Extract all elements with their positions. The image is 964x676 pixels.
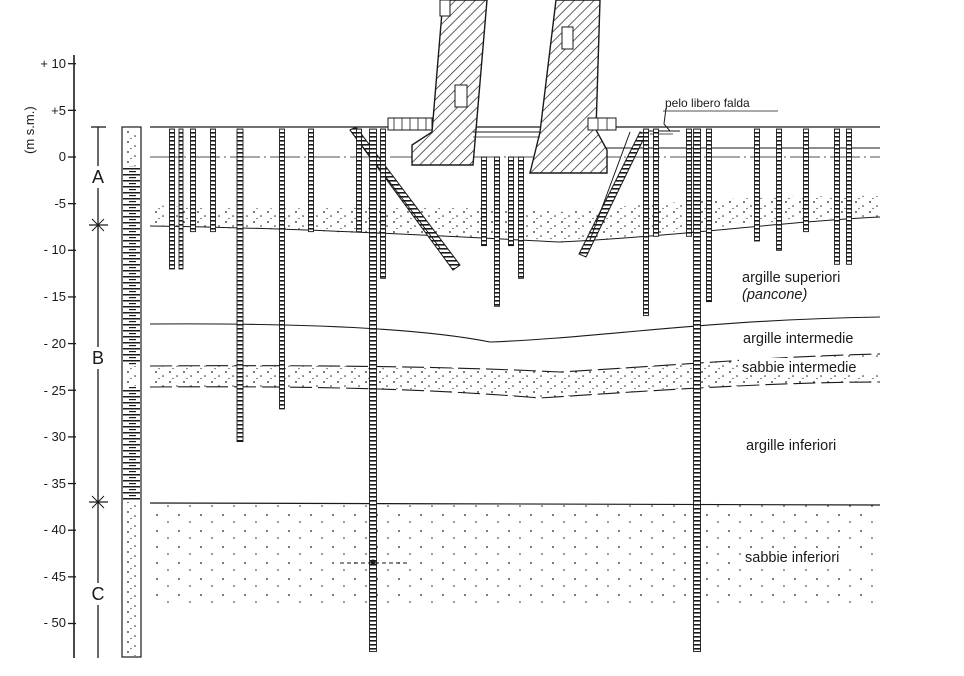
borehole <box>236 128 244 443</box>
water-table-marker: pelo libero falda <box>643 96 778 135</box>
tick-label: -5 <box>54 196 66 211</box>
borehole <box>169 128 175 270</box>
tick-label: - 25 <box>44 383 66 398</box>
tower-right-wall <box>529 0 608 174</box>
zone-bar: A B C <box>89 126 108 658</box>
borehole <box>834 128 840 265</box>
borehole <box>178 128 184 270</box>
borehole <box>356 128 362 233</box>
label-argille-superiori: argille superiori <box>742 270 840 286</box>
borehole <box>518 156 524 279</box>
tick-label: - 20 <box>44 336 66 351</box>
borehole <box>508 156 514 247</box>
borehole <box>481 156 487 247</box>
label-argille-intermedie: argille intermedie <box>743 331 853 347</box>
borehole <box>190 128 196 233</box>
zone-boundary-marker <box>89 218 108 232</box>
borehole-depth-marker <box>340 559 408 565</box>
tower-window <box>439 0 451 17</box>
borehole <box>653 128 659 237</box>
layer-labels: argille superiori (pancone) argille inte… <box>739 270 883 566</box>
borehole <box>308 128 314 233</box>
borehole <box>210 128 216 233</box>
label-argille-inferiori: argille inferiori <box>746 438 836 454</box>
stratigraphic-log-column <box>121 126 142 658</box>
tick-label: + 10 <box>40 56 66 71</box>
borehole <box>754 128 760 242</box>
borehole <box>776 128 782 251</box>
tick-label: - 40 <box>44 522 66 537</box>
zone-label-a: A <box>92 167 104 187</box>
tick-label: - 30 <box>44 429 66 444</box>
soil-layers <box>149 195 881 603</box>
water-table-label: pelo libero falda <box>665 96 750 110</box>
axis-unit-label: (m s.m.) <box>22 106 37 154</box>
tick-label: - 45 <box>44 569 66 584</box>
borehole <box>279 128 285 410</box>
tick-label: - 15 <box>44 289 66 304</box>
tower-window <box>561 26 574 50</box>
borehole <box>846 128 852 265</box>
borehole <box>643 128 649 317</box>
borehole <box>369 128 377 652</box>
tower-left-wall <box>411 0 488 166</box>
vertical-boreholes <box>169 128 852 652</box>
borehole <box>803 128 809 233</box>
inclined-borehole <box>349 126 461 271</box>
tower-window <box>454 84 468 108</box>
depth-axis: (m s.m.) + 10 +5 0 -5 - 10 - 15 - 20 - 2… <box>22 55 76 658</box>
tick-label: - 50 <box>44 615 66 630</box>
zone-label-b: B <box>92 348 104 368</box>
axis-ticks <box>68 63 76 625</box>
label-pancone: (pancone) <box>742 287 807 303</box>
upper-sand-lens <box>150 195 880 242</box>
tick-label: 0 <box>59 149 66 164</box>
inclined-boreholes <box>349 126 647 271</box>
foundation-platform <box>387 117 617 138</box>
tower-structure <box>387 0 617 174</box>
label-sabbie-intermedie: sabbie intermedie <box>742 360 856 376</box>
borehole <box>686 128 692 237</box>
label-sabbie-inferiori: sabbie inferiori <box>745 550 839 566</box>
tick-label: - 35 <box>44 476 66 491</box>
zone-label-c: C <box>92 584 105 604</box>
tick-label: +5 <box>51 103 66 118</box>
borehole <box>380 128 386 279</box>
borehole <box>693 128 701 652</box>
zone-boundary-marker <box>89 495 108 509</box>
borehole <box>494 156 500 307</box>
borehole <box>706 128 712 303</box>
tick-label: - 10 <box>44 242 66 257</box>
